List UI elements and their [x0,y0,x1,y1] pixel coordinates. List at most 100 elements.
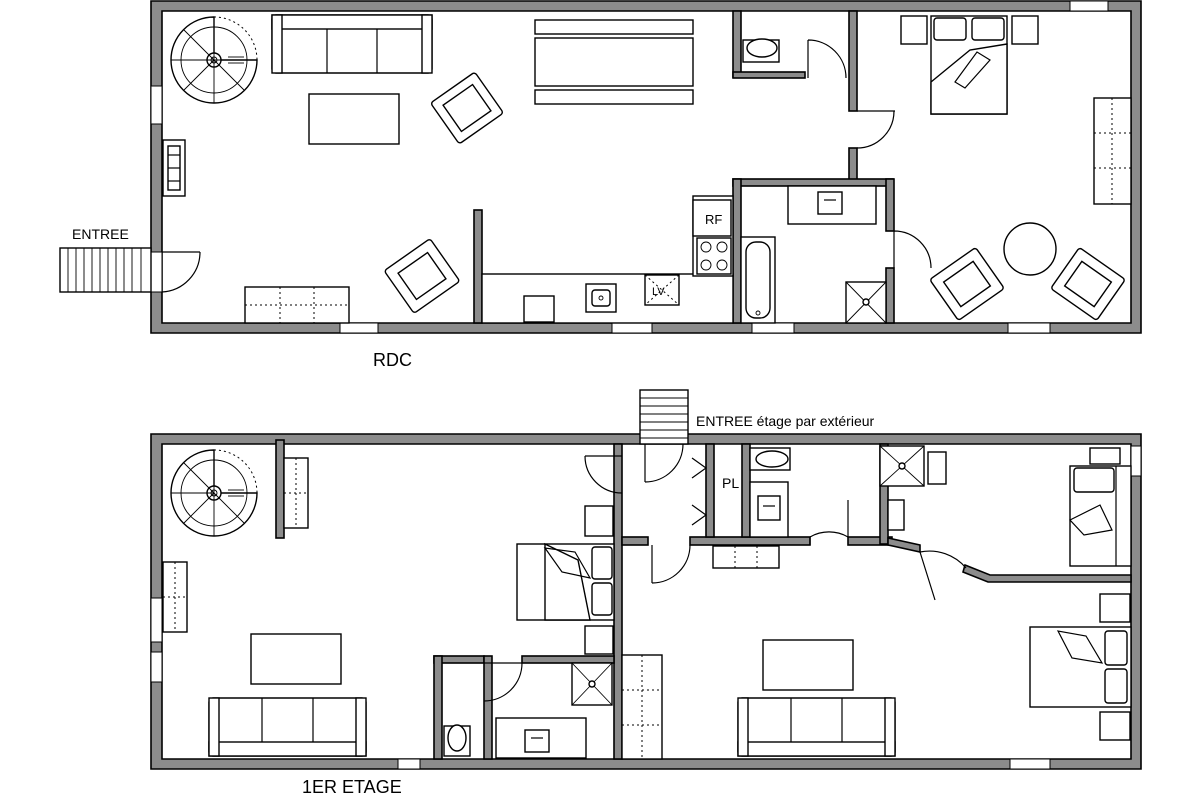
nightstand-first-upper-right [1089,447,1121,465]
nightstand-ground-right [1011,15,1039,45]
ground-outer-walls [150,0,1142,334]
nightstand-first-left-top [584,505,614,537]
wall-bath3-top-2 [521,655,615,664]
entrance-stairs [59,247,152,293]
spiral-staircase [170,16,258,104]
wall-bath3-left [433,655,443,760]
landing-door-upper [644,443,684,483]
window-east-first [1130,445,1142,477]
bath-sink-first-upper [749,481,789,538]
dining-table [534,19,694,105]
shower-first-left [571,662,613,706]
entree-etage-label: ENTREE étage par extérieur [696,413,875,429]
spiral-staircase-first [170,449,258,537]
entree-label: ENTREE [72,226,129,242]
shower-first-upper [879,445,925,487]
toilet-ground [742,38,780,63]
wall-bath-left [732,178,742,324]
sofa-first-right [737,697,896,757]
wardrobe-ground [1093,97,1132,205]
wall-wc-bottom [732,71,806,79]
wardrobe-first-1 [283,457,309,529]
landing-door-left [584,455,623,494]
window-north-right [1069,0,1109,12]
radiator-first [712,545,780,569]
closet-pl: PL [691,457,739,526]
wall-bath3-mid [483,655,493,760]
bath2-door [809,500,849,545]
window-west-2 [150,651,163,683]
bath3-door [483,662,523,702]
kitchen-appliance [523,295,555,323]
wardrobe-first-west [162,561,188,633]
bed-ground [930,15,1008,115]
bedroom-door-ground [856,110,895,149]
bath-towel-first-upper [887,499,905,531]
ground-floor-plan: ENTREE [59,0,1142,370]
coffee-table-first-left [250,633,342,685]
fridge: RF [692,199,732,237]
rdc-label: RDC [373,350,412,370]
cooktop [696,237,732,275]
first-floor-plan: ENTREE étage par extérieur PL [150,389,1142,797]
armchair-living-bottom [384,239,460,313]
wardrobe-first-center [621,654,663,760]
sofa-first-left [208,697,367,757]
armchair-top [431,72,503,144]
window-west-1 [150,597,163,643]
nightstand-first-lower-right-top [1099,593,1131,623]
bed-first-lower-right [1029,626,1132,708]
wall-first-corridor [621,536,649,546]
bed-first-left [516,542,615,621]
toilet-first-upper [749,447,791,471]
wall-bath2-left [879,443,889,545]
window-south-1 [339,322,379,334]
landing-door-lower [651,544,691,584]
wall-wc-left [732,10,742,78]
wall-diagonal-2 [962,563,1132,583]
dishwasher: LV [644,274,680,306]
wall-bath-top [732,178,894,187]
living-sofa [271,14,433,74]
bedroom-door-first-right [919,550,967,601]
entrance-door [161,251,201,293]
window-south-first-1 [397,758,421,770]
nightstand-first-lower-right-bottom [1099,711,1131,741]
wall-first-partition-left [275,439,285,539]
pl-label: PL [722,475,739,491]
wall-bath-right-upper [885,178,895,232]
coffee-table [308,93,400,145]
bed-first-upper-right [1069,465,1132,567]
fireplace [162,139,186,197]
exterior-stairs [639,389,689,445]
nightstand-ground-left [900,15,928,45]
fridge-label: RF [705,212,722,227]
wall-bedroom-upper [848,10,858,112]
coffee-table-first-right [762,639,854,691]
armchair-bedroom-left [930,247,1004,321]
window-west-top [150,85,163,125]
wall-bath-right-lower [885,267,895,324]
wall-pl-left [705,443,715,538]
wall-kitchen [473,209,483,324]
bath-sink-first-left [495,717,587,759]
dishwasher-label: LV [652,286,665,298]
window-south-3 [751,322,795,334]
kitchen-sink [585,283,617,313]
toilet-first [443,724,471,757]
window-south-2 [611,322,653,334]
wc-door [807,39,847,79]
bath-sink-ground [787,185,877,225]
bathtub [740,236,776,324]
round-table [1003,222,1057,276]
window-south-4 [1007,322,1051,334]
bath-cabinet-first-upper [927,451,947,485]
wall-pl-right [741,443,751,538]
wall-diagonal [887,537,921,553]
tv-cabinet [244,286,350,324]
armchair-bedroom-right [1051,247,1125,321]
etage-label: 1ER ETAGE [302,777,402,797]
wall-first-center [613,443,623,760]
entrance-opening [150,251,163,293]
